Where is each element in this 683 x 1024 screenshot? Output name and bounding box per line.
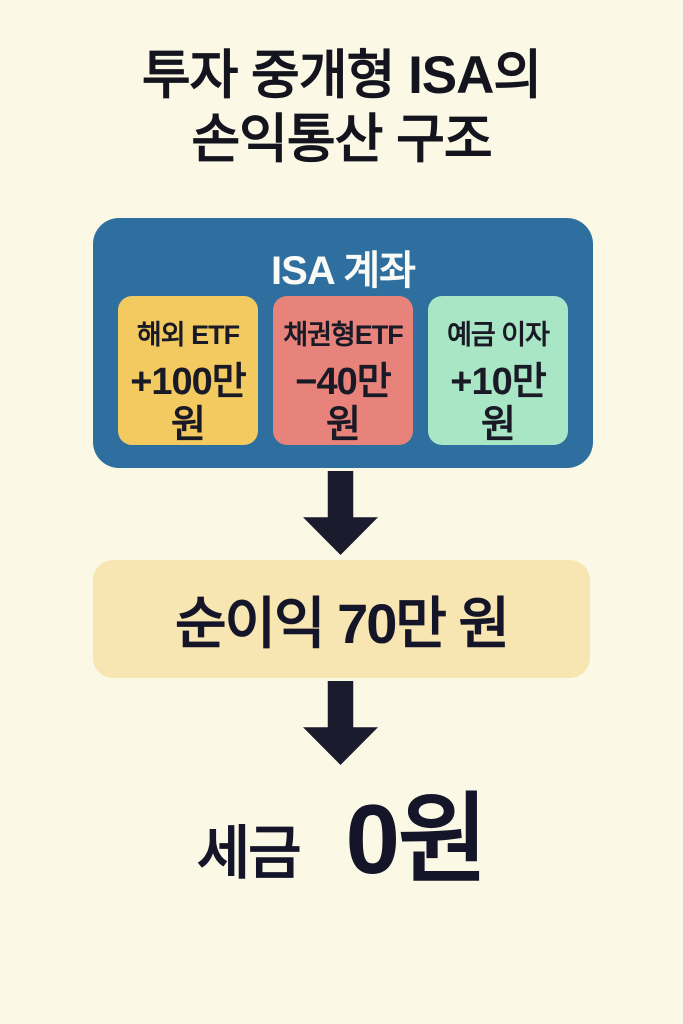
net-profit-text: 순이익 70만 원 <box>174 591 510 655</box>
card-deposit-interest-unit: 원 <box>481 404 516 446</box>
tax-label: 세금 <box>196 821 302 886</box>
card-deposit-interest-label: 예금 이자 <box>447 320 550 350</box>
down-arrow-icon <box>303 471 378 555</box>
card-overseas-etf-amount: +100만 <box>130 361 247 403</box>
card-bond-etf-label: 채권형ETF <box>283 320 404 350</box>
down-arrow-icon <box>303 681 378 765</box>
card-deposit-interest-amount: +10만 <box>450 361 546 403</box>
page-title-line-1: 투자 중개형 ISA의 <box>141 46 542 105</box>
card-bond-etf-value: −40만 원 <box>295 361 391 447</box>
isa-account-title: ISA 계좌 <box>271 249 416 293</box>
card-bond-etf-amount: −40만 <box>295 361 391 403</box>
card-deposit-interest: 예금 이자 +10만 원 <box>428 296 568 447</box>
card-overseas-etf-label: 해외 ETF <box>136 320 240 350</box>
isa-holdings-row: 해외 ETF +100만 원 채권형ETF −40만 원 예금 이자 +10만 … <box>118 296 568 447</box>
page-title-line-2: 손익통산 구조 <box>191 110 492 169</box>
tax-amount: 0원 <box>345 784 489 894</box>
card-overseas-etf-value: +100만 원 <box>130 361 247 447</box>
tax-result: 세금 0원 <box>0 760 683 894</box>
card-deposit-interest-value: +10만 원 <box>450 361 546 447</box>
card-bond-etf: 채권형ETF −40만 원 <box>273 296 413 447</box>
card-overseas-etf-unit: 원 <box>171 404 206 446</box>
page-title: 투자 중개형 ISA의 손익통산 구조 <box>0 44 683 172</box>
card-overseas-etf: 해외 ETF +100만 원 <box>118 296 258 447</box>
isa-account-box: ISA 계좌 해외 ETF +100만 원 채권형ETF −40만 원 예금 이… <box>93 218 593 468</box>
card-bond-etf-unit: 원 <box>326 404 361 446</box>
net-profit-box: 순이익 70만 원 <box>93 560 590 678</box>
